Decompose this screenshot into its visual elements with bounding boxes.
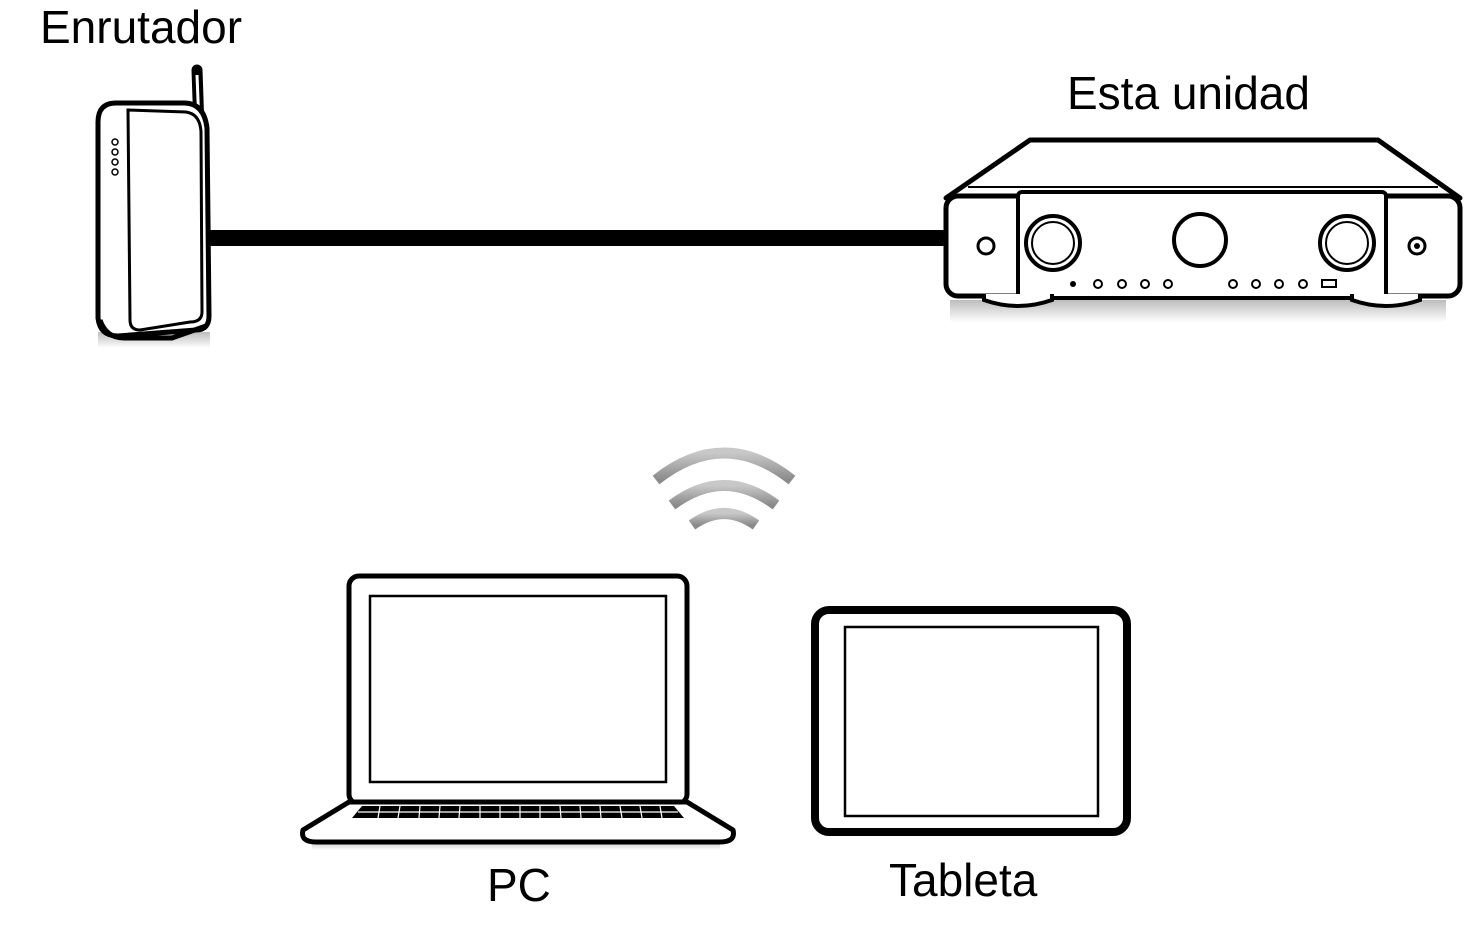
router-icon	[95, 64, 212, 348]
tablet-label: Tableta	[889, 854, 1038, 906]
unit-label: Esta unidad	[1067, 67, 1310, 119]
pc-label: PC	[487, 859, 551, 911]
wifi-signal-icon	[652, 447, 796, 530]
amplifier-icon	[943, 137, 1463, 322]
router-label: Enrutador	[40, 1, 243, 53]
tablet-icon	[811, 606, 1131, 836]
laptop-icon	[300, 573, 736, 850]
